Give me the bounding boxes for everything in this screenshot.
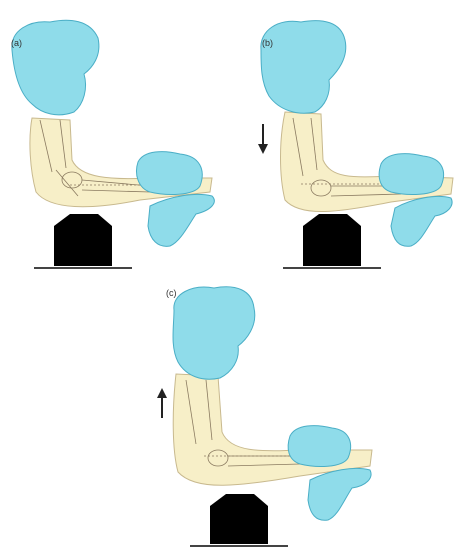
panel-c-label: (c) — [166, 288, 177, 298]
arrow-up-icon — [157, 388, 167, 418]
panel-a: (a) — [0, 0, 230, 280]
panel-a-label: (a) — [11, 38, 22, 48]
panel-b: (b) — [231, 0, 461, 280]
support-block-a — [54, 214, 112, 266]
arrow-down-icon — [258, 124, 268, 154]
support-block-c — [210, 494, 268, 544]
panel-c: (c) — [140, 280, 380, 550]
panel-b-label: (b) — [262, 38, 273, 48]
support-block-b — [303, 214, 361, 266]
panel-a-illustration — [0, 0, 230, 280]
panel-c-illustration — [140, 280, 380, 550]
